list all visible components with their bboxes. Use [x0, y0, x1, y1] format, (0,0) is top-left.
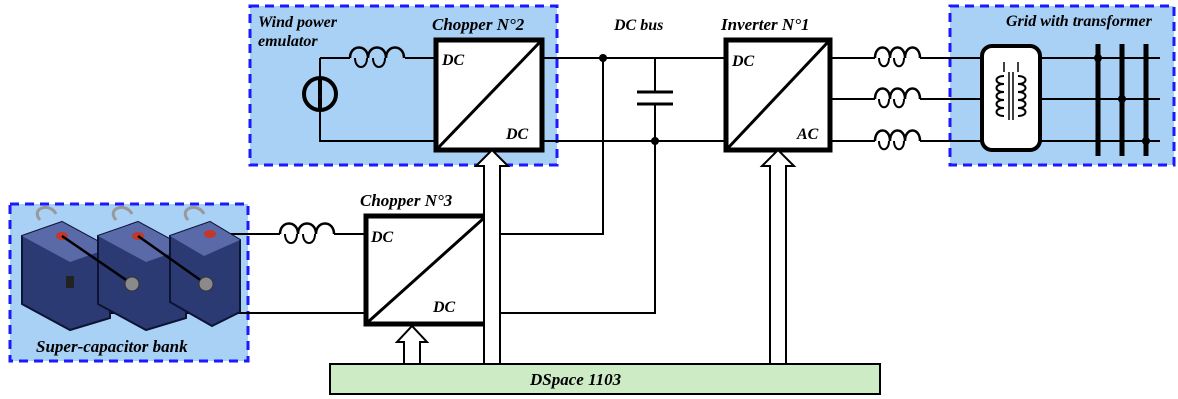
- grid-title: Grid with transformer: [1006, 13, 1153, 30]
- inductor-icon: [875, 89, 920, 108]
- chopper-3-in-label: DC: [370, 229, 394, 246]
- inverter-1-out-label: AC: [796, 126, 819, 143]
- wind-emulator-title-line2: emulator: [258, 33, 318, 50]
- chopper-2-in-label: DC: [441, 52, 465, 69]
- chopper-2-out-label: DC: [505, 126, 529, 143]
- chopper-3-title: Chopper N°3: [360, 191, 453, 210]
- transformer-icon: [982, 46, 1040, 150]
- dspace-label: DSpace 1103: [529, 370, 622, 389]
- inverter-1-title: Inverter N°1: [720, 15, 810, 34]
- dc-bus-label: DC bus: [613, 17, 663, 34]
- capacitor-icon: [637, 58, 673, 141]
- chopper-2-title: Chopper N°2: [432, 15, 525, 34]
- inductor-icon: [875, 48, 920, 67]
- inductor-icon: [875, 131, 920, 150]
- wind-emulator-title-line1: Wind power: [258, 14, 338, 31]
- control-arrow-icon: [397, 326, 427, 364]
- supercap-title: Super-capacitor bank: [36, 337, 188, 356]
- control-arrow-icon: [762, 150, 794, 364]
- chopper-3-out-label: DC: [432, 299, 456, 316]
- inductor-icon: [280, 224, 334, 244]
- inverter-1-in-label: DC: [731, 53, 755, 70]
